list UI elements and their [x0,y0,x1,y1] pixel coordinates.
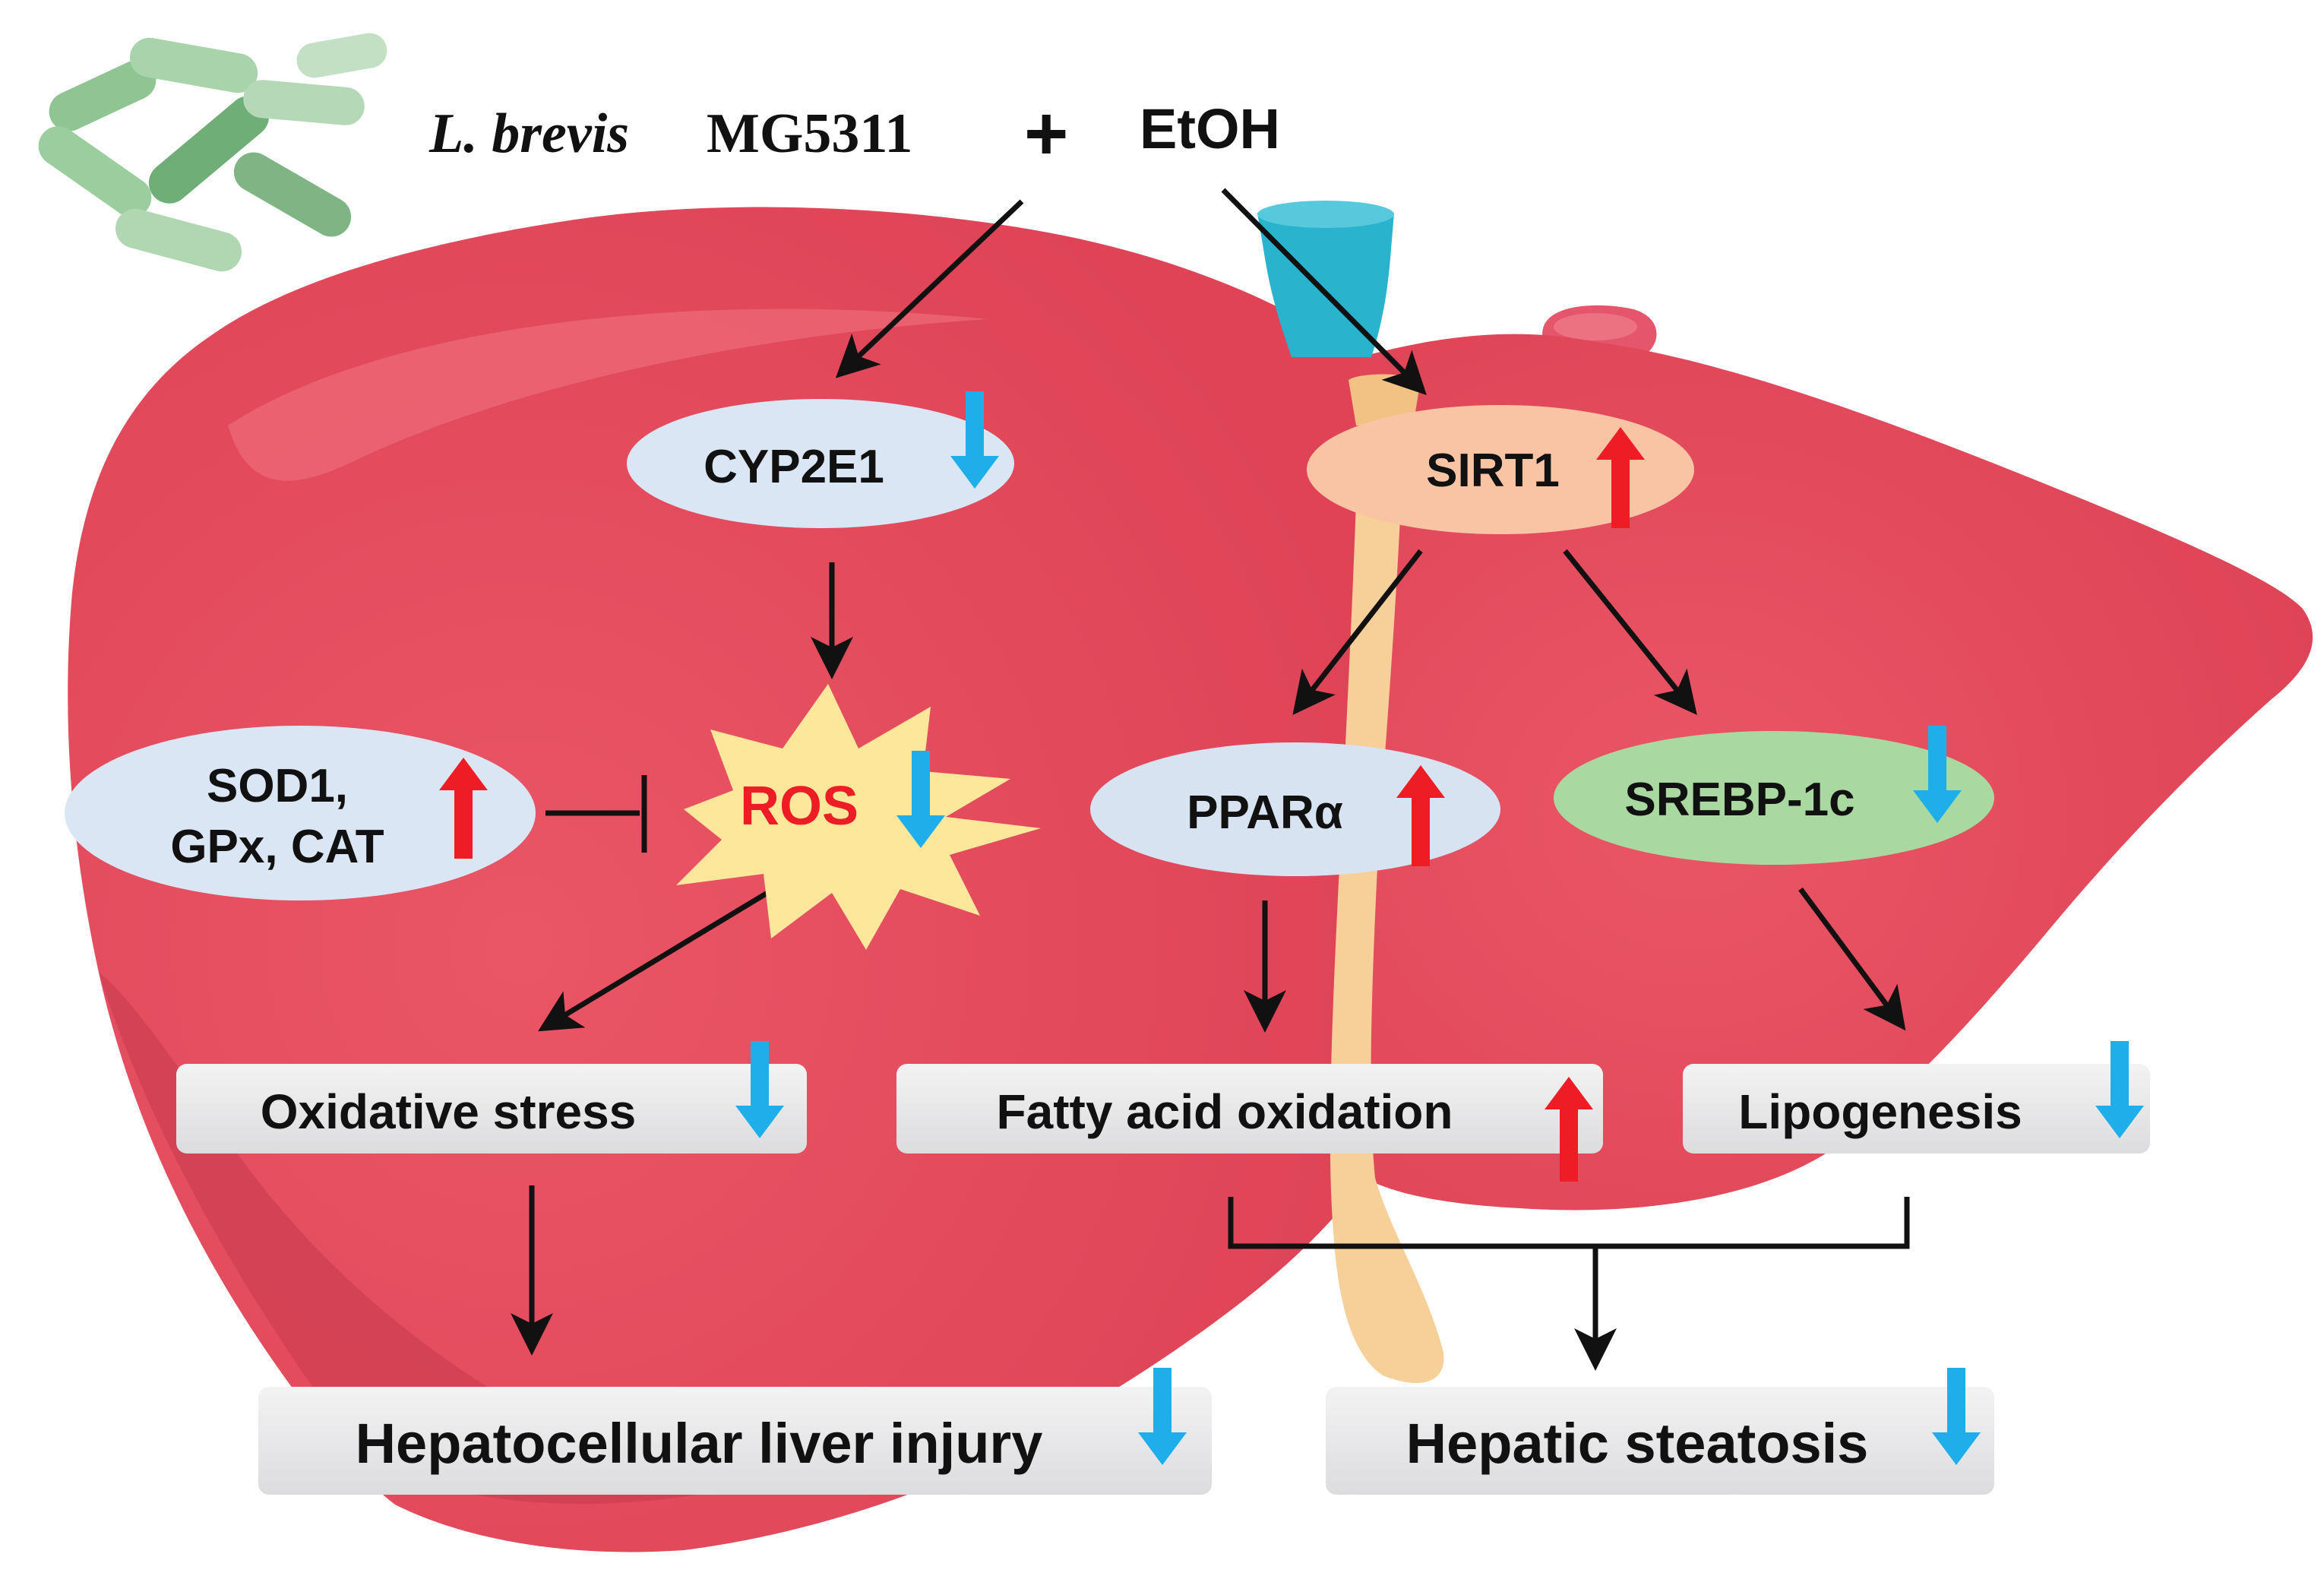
ros-down-arrow-icon [896,751,945,848]
sirt1-up-arrow-icon [1596,427,1645,528]
fatty-acid-oxidation-label: Fatty acid oxidation [997,1084,1453,1139]
ppara-up-arrow-icon [1396,765,1445,866]
steatosis-label: Hepatic steatosis [1406,1412,1869,1475]
fatty-acid-oxidation-box [896,1064,1603,1154]
antioxidants-label-line2: GPx, CAT [170,821,384,873]
bracket-fao-lipogenesis [1228,1197,1910,1249]
arrow-sirt1-to-ppara [1292,549,1423,716]
ppara-label: PPARα [1187,786,1343,839]
antioxidants-up-arrow-icon [439,758,488,859]
liver-injury-down-arrow-icon [1138,1368,1187,1465]
cyp2e1-ellipse [627,399,1014,528]
steatosis-down-arrow-icon [1932,1368,1981,1465]
antioxidants-ellipse [65,726,536,900]
vena-cava-top [1257,201,1394,228]
arrow-srebp1c-to-lipogenesis [1798,887,1906,1031]
oxidative-stress-label: Oxidative stress [261,1084,637,1139]
lipogenesis-down-arrow-icon [2095,1041,2144,1138]
cyp2e1-label: CYP2E1 [704,441,884,493]
oxidative-stress-down-arrow-icon [735,1041,784,1138]
antioxidants-label-line1: SOD1, [207,760,348,812]
arrow-title-to-cyp2e1 [835,199,1024,378]
organism-genus: L. brevis [428,103,629,165]
ppara-ellipse [1090,742,1500,876]
srebp1c-label: SREBP-1c [1624,774,1854,826]
vena-cava [1257,213,1394,357]
ros-label: ROS [740,776,858,837]
organism-strain: MG5311 [707,103,912,165]
liver-injury-label: Hepatocellular liver injury [356,1412,1043,1475]
lipogenesis-box [1683,1064,2150,1154]
gallbladder-highlight [1554,313,1637,340]
liver-highlight [228,309,988,481]
plus-sign: + [1024,91,1068,176]
ros-burst [676,684,1041,950]
bacteria-icon [38,33,387,272]
lipogenesis-label: Lipogenesis [1738,1084,2022,1139]
steatosis-box [1326,1387,1994,1495]
ethanol-label: EtOH [1140,97,1280,160]
fatty-acid-oxidation-up-arrow-icon [1545,1077,1593,1182]
pathway-arrows [511,188,1910,1371]
srebp1c-ellipse [1554,731,1994,865]
liver-injury-box [258,1387,1212,1495]
arrow-ros-to-oxidative-stress [538,891,769,1032]
srebp1c-down-arrow-icon [1913,726,1962,823]
arrow-title-to-sirt1 [1221,188,1427,395]
arrow-sirt1-to-srebp1c [1563,549,1697,715]
sirt1-label: SIRT1 [1426,445,1560,497]
sirt1-ellipse [1307,405,1694,534]
oxidative-stress-box [176,1064,807,1154]
cyp2e1-down-arrow-icon [950,391,999,489]
